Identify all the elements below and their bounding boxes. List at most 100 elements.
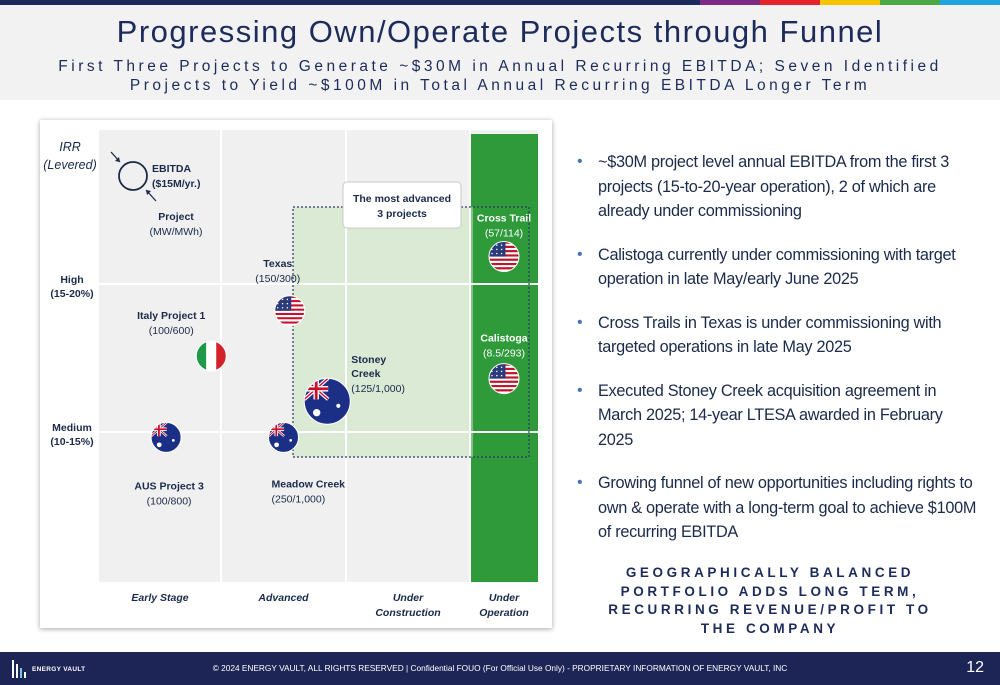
energy-vault-logo: ENERGY VAULT xyxy=(12,660,85,678)
project-capacity-label: (100/800) xyxy=(147,495,192,507)
project-capacity-label: (150/300) xyxy=(255,273,300,285)
flag-star xyxy=(281,298,284,301)
project-name-label: Creek xyxy=(351,368,380,380)
flag-star xyxy=(491,248,493,251)
tagline: GEOGRAPHICALLY BALANCED PORTFOLIO ADDS L… xyxy=(608,565,932,636)
flag-star xyxy=(491,370,493,373)
x-stage-label: Advanced xyxy=(257,592,309,604)
flag-star xyxy=(336,403,341,408)
us-flag-icon xyxy=(489,363,519,394)
flag-band xyxy=(216,341,227,371)
flag-stripe xyxy=(274,310,305,313)
color-strip-segment xyxy=(940,0,1000,5)
flag-star xyxy=(312,409,321,417)
flag-stripe xyxy=(489,260,519,263)
flag-star xyxy=(496,244,498,246)
project-capacity-label: (57/114) xyxy=(485,228,523,240)
project-capacity-label: (250/1,000) xyxy=(272,493,326,505)
flag-ring xyxy=(150,421,182,453)
funnel-chart-card: IRR(Levered)High(15-20%)Medium(10-15%)Ea… xyxy=(40,120,552,628)
flag-stripe xyxy=(489,258,519,261)
flag-star xyxy=(500,248,503,251)
header-band: Progressing Own/Operate Projects through… xyxy=(0,5,1000,100)
flag-star xyxy=(277,307,279,309)
flag-star xyxy=(500,252,503,255)
flag-star xyxy=(171,439,175,442)
flag-star xyxy=(496,248,498,251)
flag-star xyxy=(496,374,498,377)
flag-ring xyxy=(488,241,520,273)
flag-star xyxy=(286,307,289,309)
y-axis-title: (Levered) xyxy=(43,158,97,172)
flag-star xyxy=(274,442,279,448)
legend-project-label: Project xyxy=(158,211,194,223)
bullet-dot-icon: • xyxy=(577,245,583,263)
flag-star xyxy=(500,244,503,246)
flag-stripe xyxy=(489,265,519,268)
color-strip-segment xyxy=(880,0,940,5)
copyright-text: © 2024 ENERGY VAULT, ALL RIGHTS RESERVED… xyxy=(212,663,788,673)
australia-flag-icon xyxy=(151,422,182,453)
y-level-label: Medium xyxy=(52,422,92,434)
flag-stripe xyxy=(489,391,519,394)
flag-ring xyxy=(303,377,351,425)
color-strip-segment xyxy=(820,0,880,5)
bullet-item: • Calistoga currently under commissioning… xyxy=(575,243,980,292)
logo-text: ENERGY VAULT xyxy=(32,665,86,673)
legend-arrow-icon xyxy=(115,157,120,162)
legend-project-sub: (MW/MWh) xyxy=(149,226,202,238)
flag-stripe xyxy=(489,389,519,392)
flag-star xyxy=(496,366,498,368)
flag-star xyxy=(500,366,503,368)
legend-ebitda-label: ($15M/yr.) xyxy=(152,178,200,190)
flag-stripe xyxy=(274,312,305,316)
australia-flag-icon xyxy=(268,422,299,453)
project-name-label: Calistoga xyxy=(480,333,527,345)
flag-cross xyxy=(275,422,278,437)
flag-star xyxy=(496,370,498,373)
bullet-item: •Growing funnel of new opportunities inc… xyxy=(575,471,980,545)
italy-flag-icon xyxy=(196,341,227,371)
flag-star xyxy=(500,370,503,373)
x-stage-label: Early Stage xyxy=(131,592,188,604)
bullet-text: Executed Stoney Creek acquisition agreem… xyxy=(598,381,943,449)
ebitda-legend-circle xyxy=(118,161,148,191)
flag-star xyxy=(500,374,503,377)
x-stage-label: Construction xyxy=(375,607,440,619)
flag-ring xyxy=(274,295,306,327)
bullet-text: Cross Trails in Texas is under commissio… xyxy=(598,313,942,357)
flag-star xyxy=(281,307,284,309)
us-flag-icon xyxy=(489,241,519,272)
flag-star xyxy=(281,302,284,305)
color-strip-segment xyxy=(0,0,700,5)
flag-band xyxy=(196,341,207,371)
color-strip-segment xyxy=(760,0,820,5)
flag-stripe xyxy=(489,267,519,270)
flag-stripe xyxy=(489,269,519,272)
logo-mark-icon xyxy=(12,660,28,678)
flag-star xyxy=(496,252,498,255)
legend-arrow-icon xyxy=(146,190,151,195)
flag-star xyxy=(491,374,493,377)
callout-text: The most advanced xyxy=(353,193,451,205)
flag-ring xyxy=(195,340,227,372)
bullet-dot-icon: • xyxy=(577,474,583,491)
flag-stripe xyxy=(274,321,305,324)
flag-stripe xyxy=(274,319,305,322)
project-name-label: Texas xyxy=(263,258,292,270)
flag-star xyxy=(289,439,293,442)
project-name-label: Italy Project 1 xyxy=(137,310,205,322)
flag-star xyxy=(286,298,289,301)
project-capacity-label: (125/1,000) xyxy=(351,383,405,395)
project-capacity-label: (100/600) xyxy=(149,325,194,337)
project-name-label: Stoney xyxy=(351,354,386,366)
y-level-sub: (15-20%) xyxy=(50,288,93,300)
flag-ring xyxy=(488,363,520,395)
y-level-label: High xyxy=(60,274,83,286)
x-stage-label: Under xyxy=(393,592,424,604)
operation-column xyxy=(470,134,538,582)
flag-stripe xyxy=(489,385,519,388)
bullet-text: Calistoga currently under commissioning … xyxy=(598,245,956,289)
project-name-label: Meadow Creek xyxy=(272,478,346,490)
x-stage-label: Under xyxy=(489,592,520,604)
